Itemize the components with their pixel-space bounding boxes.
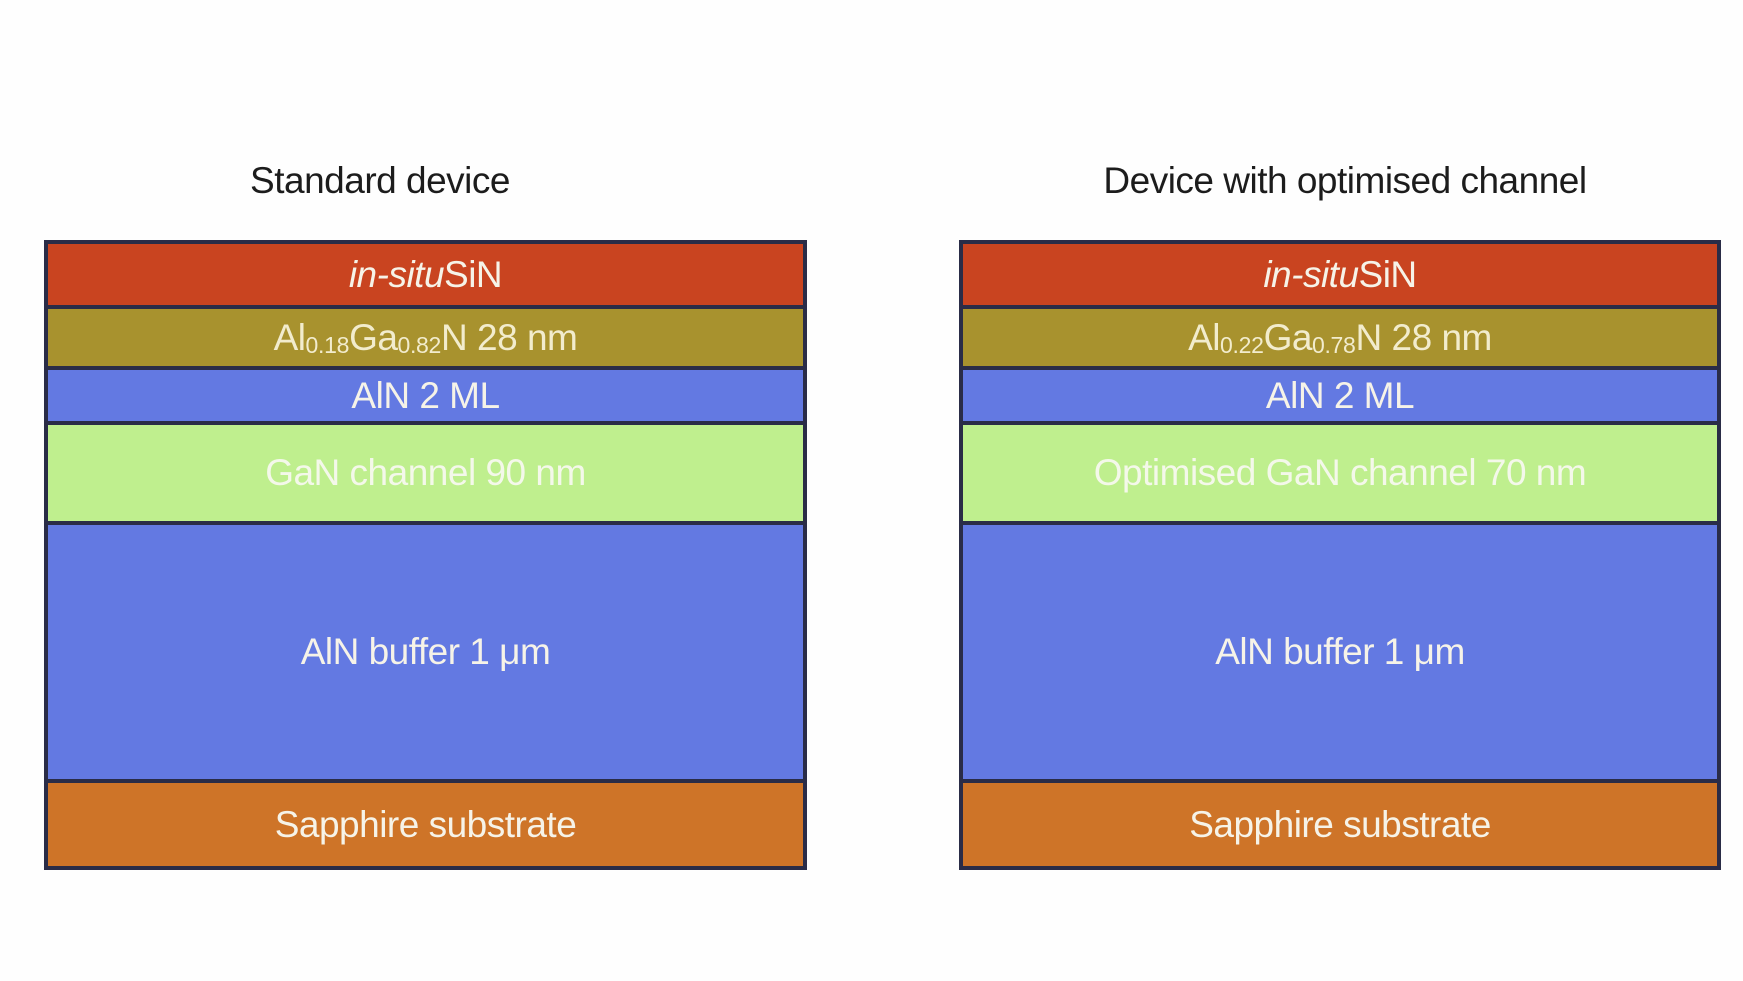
- layer-label: AlN 2 ML: [1265, 374, 1415, 416]
- layer-aln-2ml: AlN 2 ML: [48, 370, 803, 421]
- al-fraction-subscript: 0.18: [305, 332, 350, 358]
- ga-fraction-subscript: 0.82: [397, 332, 442, 358]
- layer-label: GaN channel 90 nm: [265, 452, 586, 493]
- layer-gan-channel: GaN channel 90 nm: [48, 425, 803, 521]
- layer-label: Ga: [1263, 316, 1313, 358]
- layer-label: Al: [273, 316, 306, 358]
- layer-label: Sapphire substrate: [1189, 803, 1491, 845]
- layer-aln-2ml: AlN 2 ML: [963, 370, 1717, 421]
- layer-in-situ-sin: in-situ SiN: [48, 244, 803, 305]
- layer-in-situ-sin: in-situ SiN: [963, 244, 1717, 305]
- optimised-device-title: Device with optimised channel: [1103, 160, 1587, 201]
- layer-label: SiN: [1358, 253, 1418, 295]
- layer-label-italic: in-situ: [1263, 253, 1359, 295]
- layer-sapphire-substrate: Sapphire substrate: [963, 783, 1717, 866]
- ga-fraction-subscript: 0.78: [1311, 332, 1356, 358]
- layer-label: AlN buffer 1 μm: [1215, 631, 1465, 672]
- layer-label: Ga: [349, 316, 398, 358]
- layer-label: Optimised GaN channel 70 nm: [1093, 452, 1587, 493]
- layer-aln-buffer: AlN buffer 1 μm: [963, 525, 1717, 779]
- layer-sapphire-substrate: Sapphire substrate: [48, 783, 803, 866]
- layer-optimised-gan-channel: Optimised GaN channel 70 nm: [963, 425, 1717, 521]
- layer-label: SiN: [444, 253, 503, 295]
- standard-device-title: Standard device: [250, 160, 510, 201]
- layer-label: N 28 nm: [1355, 316, 1493, 358]
- layer-label: AlN buffer 1 μm: [300, 631, 551, 672]
- al-fraction-subscript: 0.22: [1220, 332, 1264, 358]
- layer-label: AlN 2 ML: [351, 374, 500, 416]
- layer-label: Al: [1188, 316, 1221, 358]
- layer-aln-buffer: AlN buffer 1 μm: [48, 525, 803, 779]
- layer-label-italic: in-situ: [348, 253, 445, 295]
- layer-label: Sapphire substrate: [274, 803, 577, 845]
- layer-label: N 28 nm: [441, 316, 578, 358]
